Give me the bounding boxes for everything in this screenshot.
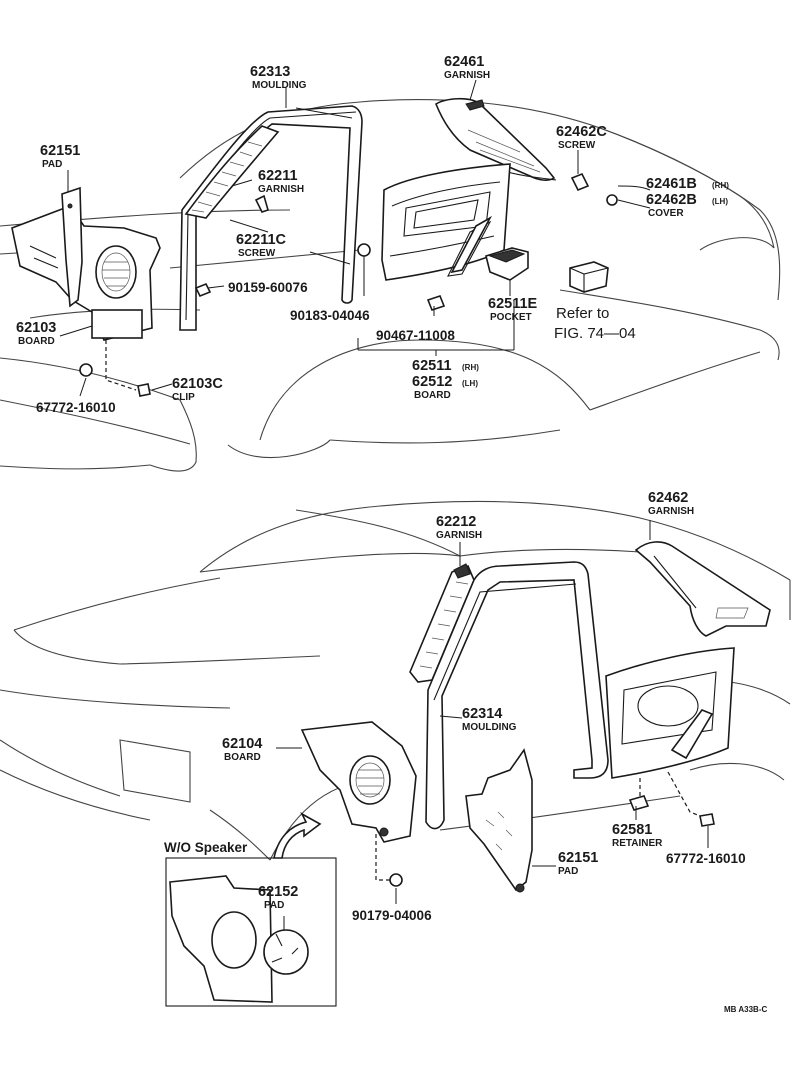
upper-pocket xyxy=(485,247,529,281)
label-62103-name: BOARD xyxy=(18,336,55,347)
label-62511e-name: POCKET xyxy=(490,312,532,323)
lower-rear-door-trim xyxy=(605,647,735,779)
upper-fasteners xyxy=(79,172,618,397)
upper-rear-garnish xyxy=(435,97,557,181)
figure-code: MB A33B-C xyxy=(724,1005,767,1014)
label-90179-number: 90179-04006 xyxy=(352,908,432,923)
label-62462c-number: 62462C xyxy=(556,124,607,140)
label-62512-suffix: (LH) xyxy=(462,379,478,388)
label-62461b-number: 62461B xyxy=(646,176,697,192)
lower-labels: 62462 GARNISH 62212 GARNISH 62314 MOULDI… xyxy=(164,490,767,1014)
label-62581-name: RETAINER xyxy=(612,838,663,849)
upper-pillar-garnish xyxy=(184,125,280,219)
label-62462b-number: 62462B xyxy=(646,192,697,208)
lower-door-moulding xyxy=(425,561,609,830)
label-62511-suffix: (RH) xyxy=(462,363,479,372)
label-62462c-name: SCREW xyxy=(558,140,596,151)
wo-speaker-inset xyxy=(165,812,337,1007)
label-62211c-name: SCREW xyxy=(238,248,276,259)
upper-labels: 62313 MOULDING 62461 GARNISH 62151 PAD 6… xyxy=(16,54,729,415)
label-62512-number: 62512 xyxy=(412,374,452,390)
label-90467-number: 90467-11008 xyxy=(376,328,455,343)
label-62313-name: MOULDING xyxy=(252,80,307,91)
label-62103c-number: 62103C xyxy=(172,376,223,392)
label-62104-number: 62104 xyxy=(222,736,262,752)
label-62512-name: BOARD xyxy=(414,390,451,401)
label-67772-upper-number: 67772-16010 xyxy=(36,400,116,415)
label-62152-number: 62152 xyxy=(258,884,298,900)
label-62103-number: 62103 xyxy=(16,320,56,336)
label-62152-name: PAD xyxy=(264,900,284,911)
refer-line-1: Refer to xyxy=(556,305,609,322)
lower-front-pillar-garnish xyxy=(409,563,475,683)
upper-pad xyxy=(61,186,83,308)
label-62462b-suffix: (LH) xyxy=(712,197,728,206)
label-62581-number: 62581 xyxy=(612,822,652,838)
label-62313-number: 62313 xyxy=(250,64,290,80)
label-90183-number: 90183-04046 xyxy=(290,308,370,323)
label-62211-name: GARNISH xyxy=(258,184,304,195)
label-90159-number: 90159-60076 xyxy=(228,280,308,295)
label-62511-number: 62511 xyxy=(412,358,452,374)
label-62212-name: GARNISH xyxy=(436,530,482,541)
label-62462b-name: COVER xyxy=(648,208,684,219)
label-62461-name: GARNISH xyxy=(444,70,490,81)
label-67772-lower-number: 67772-16010 xyxy=(666,851,746,866)
wo-speaker-label: W/O Speaker xyxy=(164,840,248,855)
label-62511e-number: 62511E xyxy=(488,296,538,312)
lower-leader-lines xyxy=(276,520,709,904)
label-62461-number: 62461 xyxy=(444,54,484,70)
lower-pad xyxy=(465,748,533,893)
label-62151-lower-number: 62151 xyxy=(558,850,598,866)
label-62314-number: 62314 xyxy=(462,706,502,722)
label-62314-name: MOULDING xyxy=(462,722,517,733)
upper-quarter-board xyxy=(11,205,161,341)
label-62461b-suffix: (RH) xyxy=(712,181,729,190)
label-62462-number: 62462 xyxy=(648,490,688,506)
label-62103c-name: CLIP xyxy=(172,392,195,403)
label-62212-number: 62212 xyxy=(436,514,476,530)
refer-line-2: FIG. 74—04 xyxy=(554,325,636,342)
label-62211c-number: 62211C xyxy=(236,232,287,248)
label-62211-number: 62211 xyxy=(258,168,298,184)
lower-quarter-board xyxy=(300,721,417,843)
lower-rear-garnish xyxy=(634,541,771,637)
label-62104-name: BOARD xyxy=(224,752,261,763)
label-62462-name: GARNISH xyxy=(648,506,694,517)
label-62151-name: PAD xyxy=(42,159,62,170)
upper-door-trim-board xyxy=(381,163,511,281)
lower-car-body-outline xyxy=(0,500,791,861)
upper-leader-lines xyxy=(59,79,651,397)
label-62151-number: 62151 xyxy=(40,143,80,159)
label-62151-lower-name: PAD xyxy=(558,866,578,877)
inset-frame xyxy=(165,857,337,1007)
upper-refer-part xyxy=(569,261,609,293)
